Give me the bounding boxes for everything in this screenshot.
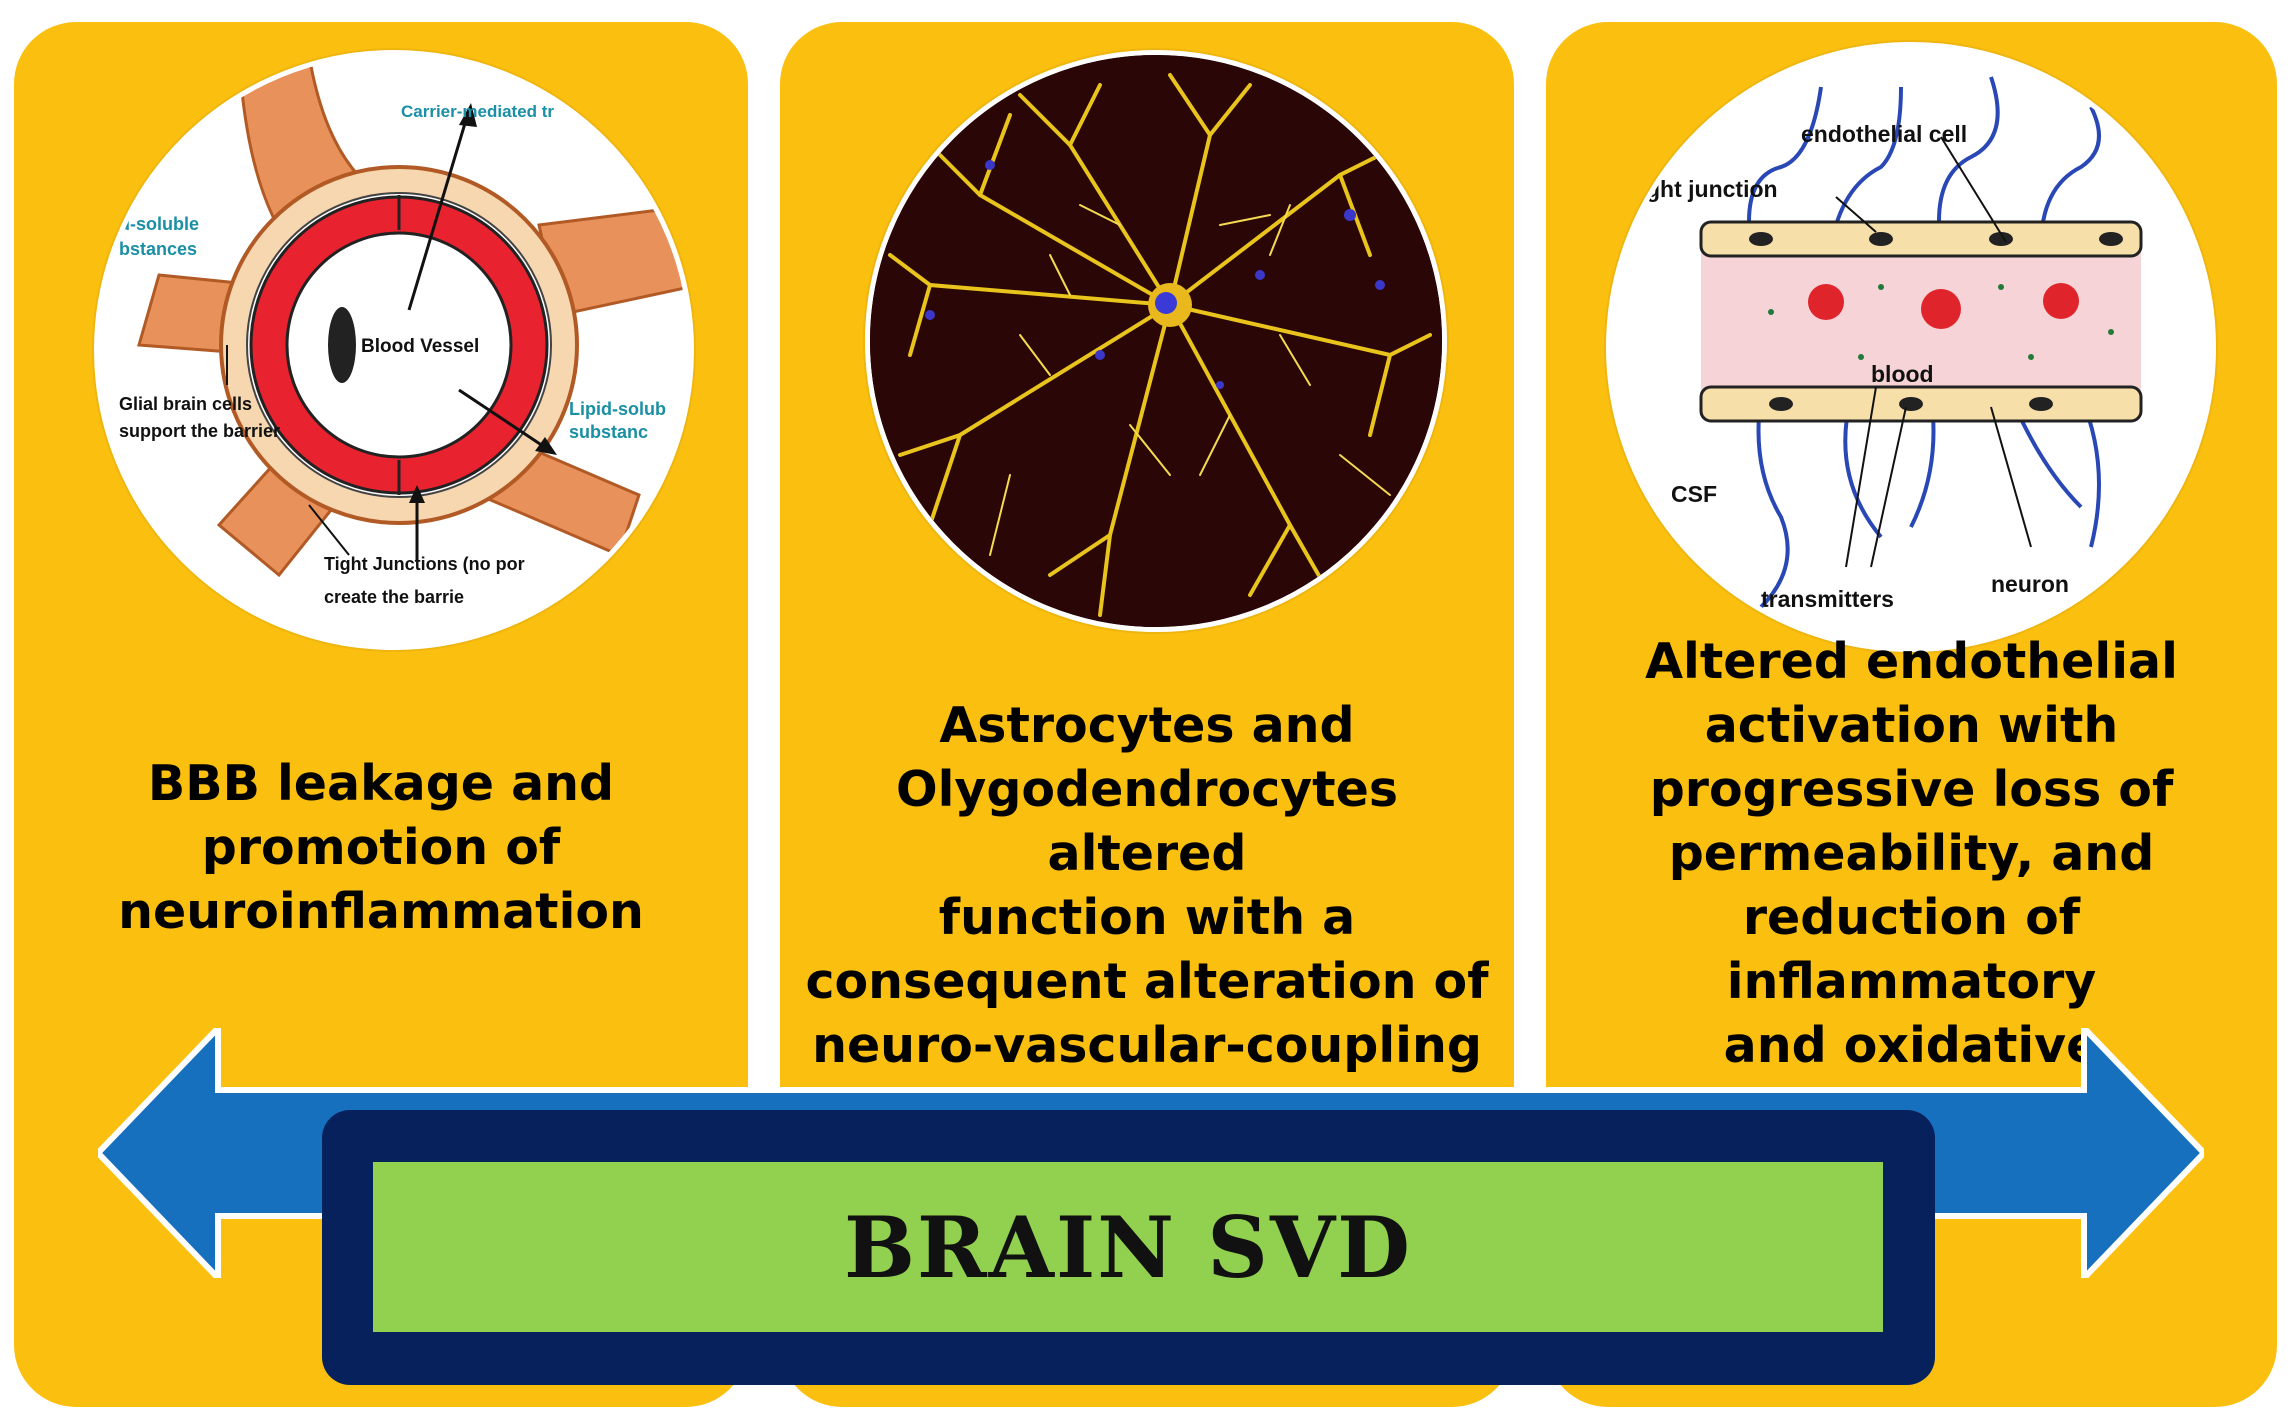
blood-brain-barrier-illustration: Carrier-mediated tr d-soluble bstances B… (94, 50, 694, 650)
endothelial-illustration: endothelial cell ght junction blood CSF … (1606, 42, 2216, 652)
csf-label: CSF (1671, 481, 1717, 507)
transmitters-label: transmitters (1761, 586, 1894, 612)
text-line: function with a (938, 889, 1356, 946)
endothelial-diagram: endothelial cell ght junction blood CSF … (1611, 47, 2211, 647)
text-line: neuro-vascular-coupling (812, 1017, 1482, 1074)
astrocytes-text: Astrocytes and Olygodendrocytes altered … (800, 694, 1494, 1078)
lipid-left-label-1: d-soluble (119, 214, 199, 234)
text-line: activation with (1704, 697, 2119, 754)
lipid-right-label-2: substanc (569, 422, 648, 442)
bbb-leakage-text: BBB leakage and promotion of neuroinflam… (34, 752, 728, 944)
diagram-title: BRAIN SVD (844, 1197, 1412, 1297)
lipid-right-label-1: Lipid-solub (569, 399, 666, 419)
tight-junction-label-2: create the barrie (324, 587, 464, 607)
text-line: reduction of inflammatory (1726, 889, 2097, 1010)
text-line: BBB leakage and (147, 755, 615, 812)
text-line: neuroinflammation (118, 883, 644, 940)
carrier-label: Carrier-mediated tr (401, 102, 554, 121)
text-line: Olygodendrocytes altered (895, 761, 1399, 882)
blood-vessel-label: Blood Vessel (361, 336, 479, 357)
glial-label-2: support the barrier (119, 421, 280, 441)
neuron-label: neuron (1991, 571, 2069, 597)
panel-bbb-leakage: Carrier-mediated tr d-soluble bstances B… (14, 22, 748, 1407)
tight-junction-label: ght junction (1646, 176, 1778, 202)
tight-junction-label-1: Tight Junctions (no por (324, 554, 525, 574)
title-box: BRAIN SVD (373, 1162, 1883, 1332)
endothelial-cell-label: endothelial cell (1801, 121, 1967, 147)
glial-label-1: Glial brain cells (119, 394, 252, 414)
astrocyte-micrograph (865, 50, 1447, 632)
text-line: promotion of (201, 819, 561, 876)
lipid-left-label-2: bstances (119, 239, 197, 259)
text-line: consequent alteration of (805, 953, 1489, 1010)
astrocyte-image (870, 55, 1442, 627)
text-line: and oxidative (1723, 1017, 2100, 1074)
blood-label: blood (1871, 361, 1934, 387)
bbb-diagram: Carrier-mediated tr d-soluble bstances B… (119, 55, 689, 607)
text-line: Altered endothelial (1645, 633, 2178, 690)
text-line: Astrocytes and (939, 697, 1355, 754)
title-frame: BRAIN SVD (322, 1110, 1935, 1385)
text-line: permeability, and (1668, 825, 2155, 882)
text-line: progressive loss of (1649, 761, 2174, 818)
